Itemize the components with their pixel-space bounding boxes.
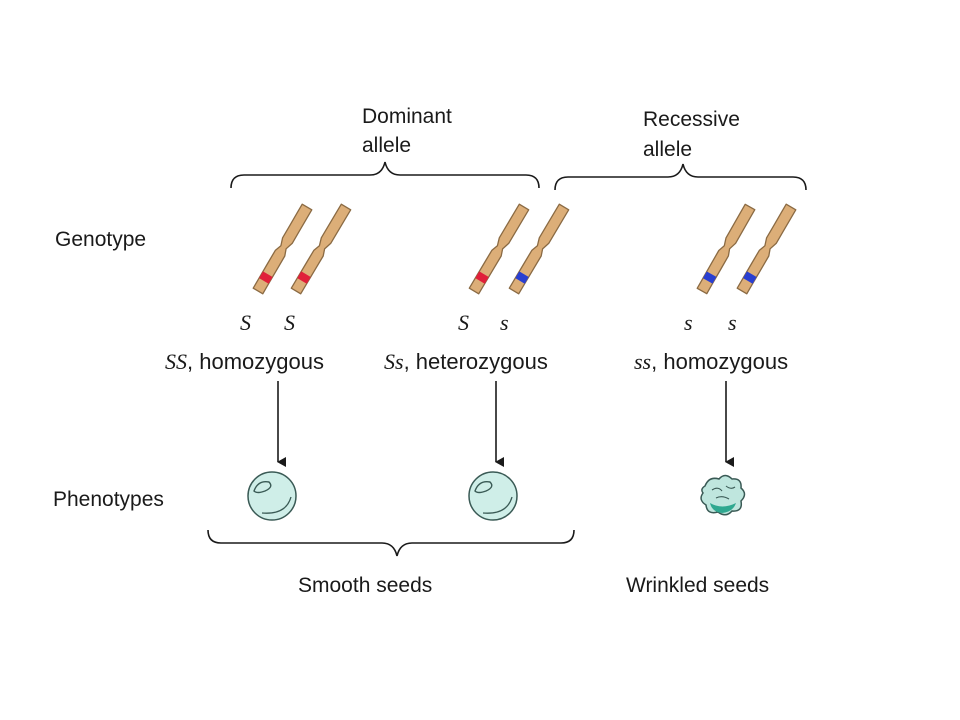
- dominant-allele-label-line1: Dominant: [362, 105, 452, 128]
- recessive-allele-band: [703, 271, 717, 284]
- dominant-allele-band: [475, 271, 489, 284]
- genotype-desc: , homozygous: [187, 349, 324, 374]
- genotype-code: Ss: [384, 349, 404, 374]
- dominant-allele-band: [259, 271, 273, 284]
- genotype-ss-heterozygous: Ss, heterozygous: [384, 349, 548, 374]
- allele-letter-group1-left: S: [240, 310, 251, 335]
- chromosome: [290, 203, 352, 295]
- recessive-allele-label-line1: Recessive: [643, 108, 740, 131]
- wrinkled-seeds-label: Wrinkled seeds: [626, 574, 769, 597]
- smooth-seeds-label: Smooth seeds: [298, 574, 432, 597]
- allele-letter-group2-right: s: [500, 310, 509, 335]
- dominant-allele-band: [297, 271, 311, 284]
- allele-letter-group3-right: s: [728, 310, 737, 335]
- dominant-allele-label-line2: allele: [362, 134, 411, 157]
- chromosome-pairs: [252, 203, 797, 295]
- phenotypes-row-label: Phenotypes: [53, 488, 164, 511]
- genotype-ss-homozygous-recessive: ss, homozygous: [634, 349, 788, 374]
- recessive-allele-band: [743, 271, 757, 284]
- allele-letter-group1-right: S: [284, 310, 295, 335]
- chromosome: [252, 203, 313, 295]
- genotype-row-label: Genotype: [55, 228, 146, 251]
- genotype-code: SS: [165, 349, 187, 374]
- dominant-allele-brace: [230, 161, 540, 189]
- genotype-desc: , heterozygous: [404, 349, 548, 374]
- smooth-seed-1: [247, 471, 297, 521]
- recessive-allele-label-line2: allele: [643, 138, 692, 161]
- chromosome: [696, 203, 756, 295]
- chromosome: [736, 203, 797, 295]
- allele-letter-group2-left: S: [458, 310, 469, 335]
- chromosome: [468, 203, 530, 295]
- genotype-code: ss: [634, 349, 651, 374]
- chromosome: [508, 203, 570, 295]
- wrinkled-seed: [700, 474, 746, 516]
- recessive-allele-band: [515, 271, 529, 284]
- genotype-ss-homozygous-dominant: SS, homozygous: [165, 349, 324, 374]
- allele-letter-group3-left: s: [684, 310, 693, 335]
- genotype-desc: , homozygous: [651, 349, 788, 374]
- recessive-allele-brace: [554, 163, 807, 191]
- smooth-seed-2: [468, 471, 518, 521]
- smooth-seeds-brace: [207, 529, 575, 557]
